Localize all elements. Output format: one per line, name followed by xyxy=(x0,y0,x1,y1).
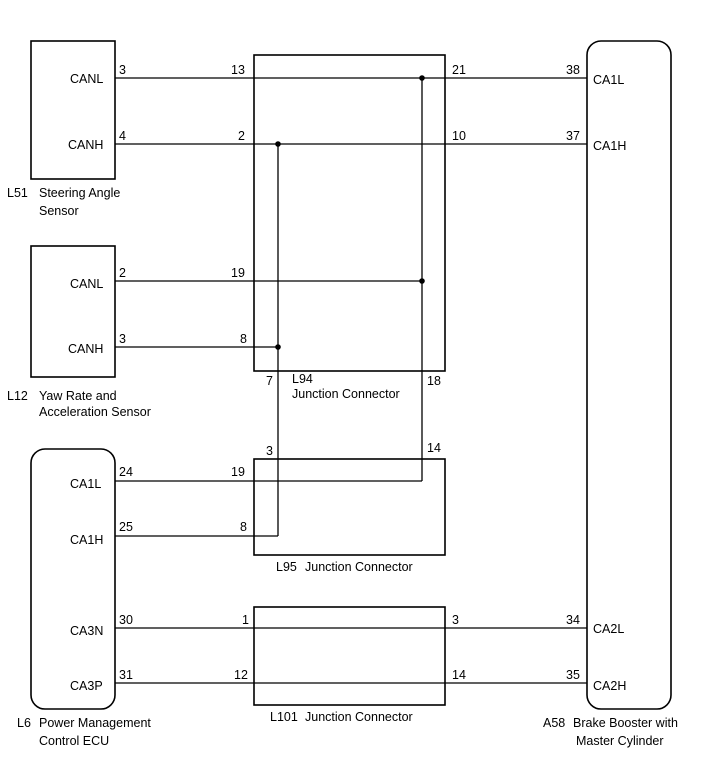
l12-pin-2-number: 2 xyxy=(119,266,126,280)
l95-pin-8-number: 8 xyxy=(240,520,247,534)
splice-dot-canl-top xyxy=(419,75,425,81)
l51-steering-angle-sensor-box xyxy=(30,40,116,180)
l94-junction-connector-box xyxy=(253,54,446,372)
l94-code: L94 xyxy=(292,372,313,386)
a58-name-line1: Brake Booster with xyxy=(573,716,678,730)
l12-pin-canl-label: CANL xyxy=(70,277,103,291)
a58-pin-35-number: 35 xyxy=(566,668,580,682)
a58-brake-booster-box xyxy=(586,40,672,710)
a58-code: A58 xyxy=(543,716,565,730)
l95-name: Junction Connector xyxy=(305,560,413,574)
l51-pin-4-number: 4 xyxy=(119,129,126,143)
l101-code: L101 xyxy=(270,710,298,724)
l94-pin-13-number: 13 xyxy=(231,63,245,77)
a58-pin-34-number: 34 xyxy=(566,613,580,627)
l94-pin-7-number: 7 xyxy=(266,374,273,388)
l94-pin-10-number: 10 xyxy=(452,129,466,143)
l6-pin-24-number: 24 xyxy=(119,465,133,479)
l101-name: Junction Connector xyxy=(305,710,413,724)
l94-pin-2-number: 2 xyxy=(238,129,245,143)
l6-pin-30-number: 30 xyxy=(119,613,133,627)
a58-pin-ca2l-label: CA2L xyxy=(593,622,624,636)
l12-code: L12 xyxy=(7,389,28,403)
l51-name-line2: Sensor xyxy=(39,204,79,218)
l6-pin-ca3n-label: CA3N xyxy=(70,624,103,638)
l95-junction-connector-box xyxy=(253,458,446,556)
l51-pin-canl-label: CANL xyxy=(70,72,103,86)
l6-pin-31-number: 31 xyxy=(119,668,133,682)
l51-name-line1: Steering Angle xyxy=(39,186,120,200)
l95-pin-19-number: 19 xyxy=(231,465,245,479)
l6-name-line1: Power Management xyxy=(39,716,151,730)
l95-code: L95 xyxy=(276,560,297,574)
l6-pin-25-number: 25 xyxy=(119,520,133,534)
a58-pin-37-number: 37 xyxy=(566,129,580,143)
l12-name-line2: Acceleration Sensor xyxy=(39,405,151,419)
l6-pin-ca1h-label: CA1H xyxy=(70,533,103,547)
l51-pin-canh-label: CANH xyxy=(68,138,103,152)
l51-pin-3-number: 3 xyxy=(119,63,126,77)
l12-pin-canh-label: CANH xyxy=(68,342,103,356)
l101-pin-14-number: 14 xyxy=(452,668,466,682)
l101-pin-12-number: 12 xyxy=(234,668,248,682)
l6-code: L6 xyxy=(17,716,31,730)
l6-power-management-ecu-box xyxy=(30,448,116,710)
a58-name-line2: Master Cylinder xyxy=(576,734,664,748)
l94-name: Junction Connector xyxy=(292,387,400,401)
l6-name-line2: Control ECU xyxy=(39,734,109,748)
l12-yaw-rate-sensor-box xyxy=(30,245,116,378)
l51-code: L51 xyxy=(7,186,28,200)
l94-pin-19-number: 19 xyxy=(231,266,245,280)
l94-pin-8-number: 8 xyxy=(240,332,247,346)
l101-pin-3-number: 3 xyxy=(452,613,459,627)
l95-pin-3-number: 3 xyxy=(266,444,273,458)
splice-dot-canl-mid xyxy=(419,278,425,284)
splice-dot-canh-mid xyxy=(275,344,281,350)
l6-pin-ca3p-label: CA3P xyxy=(70,679,103,693)
splice-dot-canh-top xyxy=(275,141,281,147)
a58-pin-ca1h-label: CA1H xyxy=(593,139,626,153)
l94-pin-21-number: 21 xyxy=(452,63,466,77)
a58-pin-38-number: 38 xyxy=(566,63,580,77)
l101-junction-connector-box xyxy=(253,606,446,706)
a58-pin-ca1l-label: CA1L xyxy=(593,73,624,87)
l95-pin-14-number: 14 xyxy=(427,441,441,455)
a58-pin-ca2h-label: CA2H xyxy=(593,679,626,693)
l94-pin-18-number: 18 xyxy=(427,374,441,388)
l12-pin-3-number: 3 xyxy=(119,332,126,346)
l6-pin-ca1l-label: CA1L xyxy=(70,477,101,491)
l12-name-line1: Yaw Rate and xyxy=(39,389,117,403)
l101-pin-1-number: 1 xyxy=(242,613,249,627)
